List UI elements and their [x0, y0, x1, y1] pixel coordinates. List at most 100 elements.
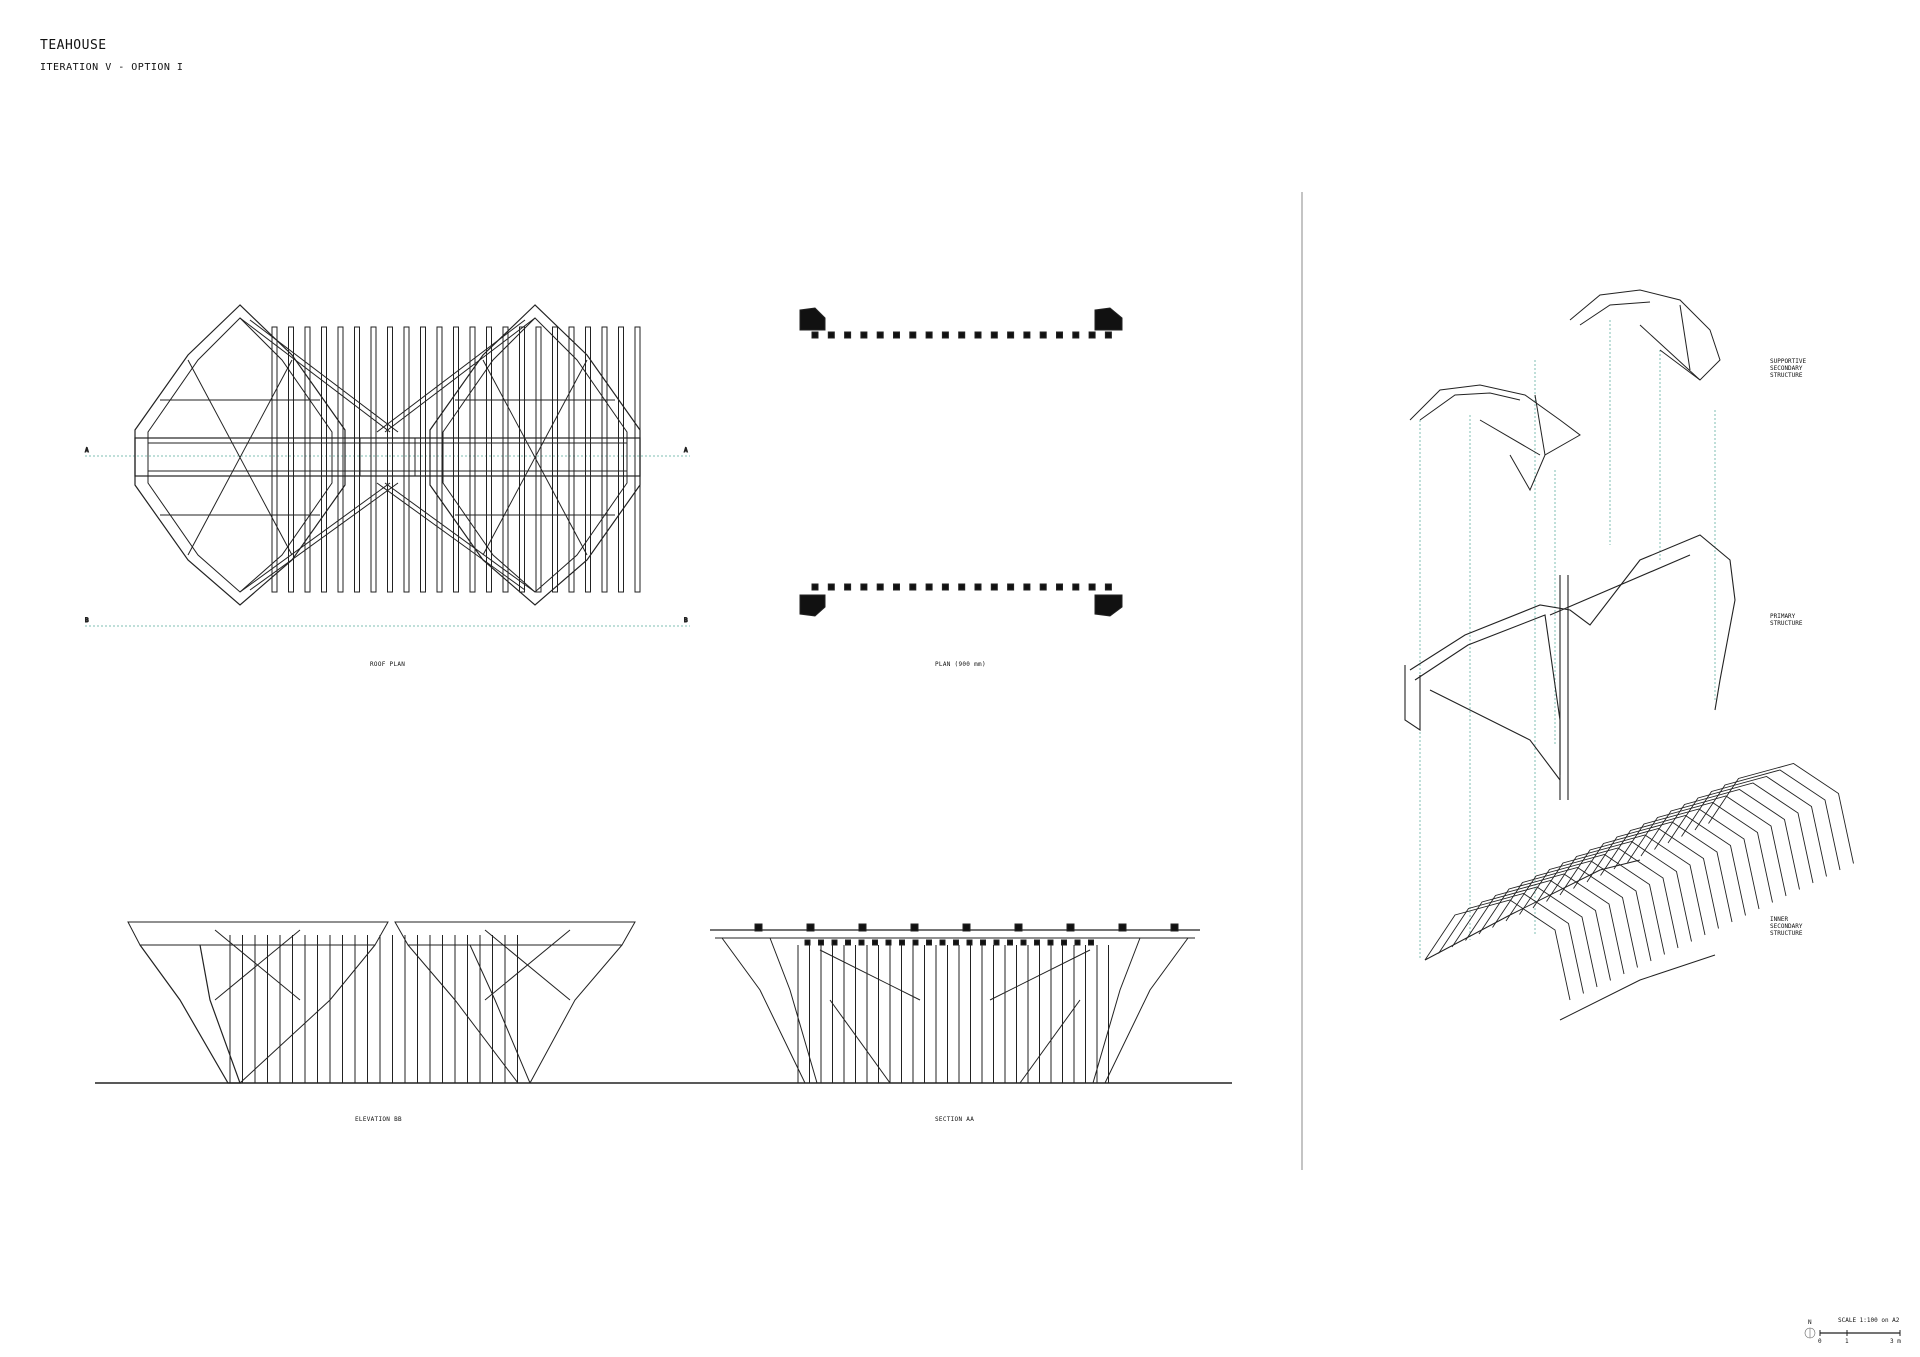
section-block: [1061, 939, 1067, 946]
inner-rib: [1694, 769, 1841, 871]
plan-column: [1023, 583, 1031, 591]
plan-column: [844, 583, 852, 591]
label-primary-1: PRIMARY: [1770, 613, 1796, 620]
roof-slat: [337, 326, 344, 593]
plan-column: [1072, 331, 1080, 339]
exploded-axonometric: [1404, 289, 1854, 1021]
section-block: [831, 939, 838, 946]
plan-column: [909, 331, 917, 339]
section-block: [818, 939, 824, 946]
roof-slat: [271, 326, 278, 593]
section-slats: [797, 945, 1109, 1083]
roof-slat: [288, 326, 294, 593]
plan-column: [925, 583, 933, 591]
inner-rib: [1573, 828, 1719, 929]
section-block: [910, 923, 919, 932]
roof-slat: [436, 326, 443, 593]
section-block: [806, 923, 815, 932]
label-elevation: ELEVATION BB: [355, 1116, 402, 1123]
plan-column: [1072, 583, 1080, 591]
inner-rib: [1478, 873, 1625, 975]
inner-rib: [1519, 854, 1665, 955]
section-block: [980, 939, 986, 946]
plan-column: [958, 331, 966, 339]
section-block: [953, 939, 959, 946]
section-block: [939, 939, 946, 946]
plan-column: [941, 331, 949, 339]
inner-rib: [1600, 815, 1746, 916]
roof-slat: [370, 326, 377, 593]
plan-column: [1104, 331, 1112, 339]
page-subtitle: ITERATION V - OPTION I: [40, 62, 184, 73]
label-supportive-1: SUPPORTIVE: [1770, 358, 1807, 365]
label-supportive-3: STRUCTURE: [1770, 372, 1803, 379]
plan-column: [811, 583, 819, 591]
plan-column-squares: [811, 331, 1112, 591]
roof-slat: [634, 326, 641, 593]
section-block: [1066, 923, 1075, 932]
scale-tick-1: 1: [1845, 1338, 1849, 1345]
label-roof-plan: ROOF PLAN: [370, 661, 405, 668]
inner-rib: [1640, 795, 1787, 897]
plan-column: [909, 583, 917, 591]
label-supportive-2: SECONDARY: [1770, 365, 1803, 372]
scale-bar: [1804, 1327, 1901, 1339]
roof-slat: [420, 326, 426, 593]
section-block: [1170, 923, 1179, 932]
label-plan: PLAN (900 mm): [935, 661, 986, 668]
roof-slat: [502, 326, 509, 593]
section-block: [1020, 939, 1027, 946]
section-block: [754, 923, 763, 932]
section-block: [1118, 923, 1127, 932]
roof-slat: [321, 326, 327, 593]
roof-plan-drawing: [85, 304, 690, 627]
inner-rib: [1465, 880, 1611, 981]
plan-column: [974, 583, 982, 591]
label-section: SECTION AA: [935, 1116, 974, 1123]
section-block: [1014, 923, 1023, 932]
inner-rib: [1505, 860, 1652, 962]
plan-column: [1088, 583, 1096, 591]
plan-column: [941, 583, 949, 591]
roof-plan-slats: [271, 326, 641, 593]
plan-column: [1007, 331, 1015, 339]
plan-column: [860, 583, 868, 591]
inner-rib: [1424, 899, 1571, 1001]
inner-rib: [1451, 886, 1598, 988]
label-inner-3: STRUCTURE: [1770, 930, 1803, 937]
roof-slat: [535, 326, 542, 593]
elevation-drawing: [95, 921, 1232, 1084]
plan-column: [1056, 331, 1063, 339]
plan-column: [1039, 331, 1047, 339]
scale-tick-3: 3 m: [1890, 1338, 1901, 1345]
label-primary-2: STRUCTURE: [1770, 620, 1803, 627]
scale-label: SCALE 1:100 on A2: [1838, 1317, 1900, 1324]
section-block: [912, 939, 919, 946]
scale-tick-0: 0: [1818, 1338, 1822, 1345]
section-block: [993, 939, 1000, 946]
roof-slat: [618, 326, 624, 593]
roof-slat: [469, 326, 476, 593]
axis-b-right: B: [684, 617, 688, 624]
inner-rib: [1438, 893, 1584, 994]
plan-column: [990, 583, 998, 591]
plan-column: [1039, 583, 1047, 591]
inner-rib: [1681, 776, 1827, 877]
plan-column: [893, 583, 900, 591]
roof-slat: [601, 326, 608, 593]
plan-column: [827, 583, 835, 591]
plan-column: [990, 331, 998, 339]
section-block: [966, 939, 973, 946]
roof-slat: [453, 326, 459, 593]
plan-column: [974, 331, 982, 339]
section-block: [1074, 939, 1081, 946]
roof-slat: [519, 326, 525, 593]
roof-slat: [403, 326, 410, 593]
section-block: [962, 923, 971, 932]
inner-rib: [1708, 763, 1854, 864]
section-block: [845, 939, 851, 946]
section-block: [926, 939, 932, 946]
roof-slat: [552, 326, 558, 593]
axis-a-right: A: [684, 447, 688, 454]
